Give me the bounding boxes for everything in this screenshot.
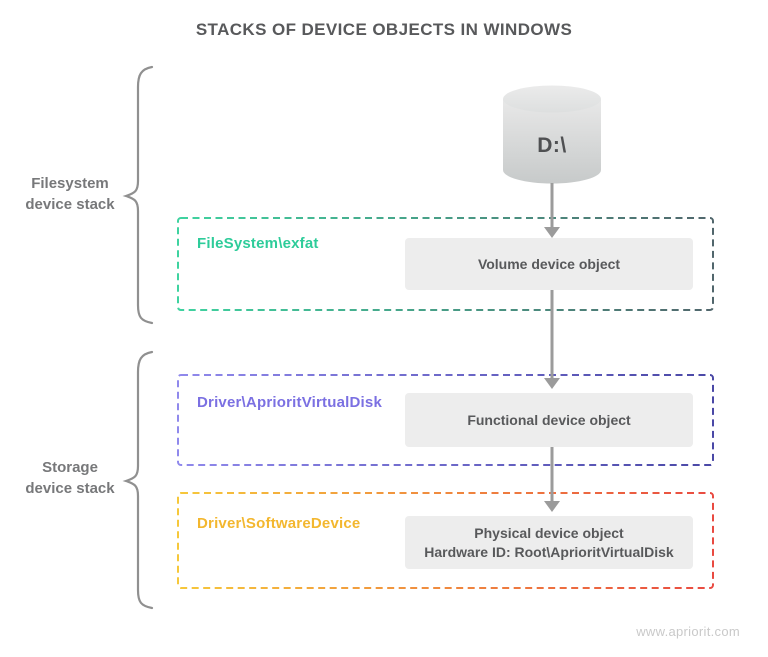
functional-device-object-box: Functional device object [405,393,693,447]
page-title: STACKS OF DEVICE OBJECTS IN WINDOWS [195,20,573,39]
driver-label-virtualdisk: Driver\AprioritVirtualDisk [197,394,382,411]
volume-device-object-box: Volume device object [405,238,693,290]
physical-device-object-text-line2: Hardware ID: Root\AprioritVirtualDisk [424,543,674,560]
disk-cylinder-body [503,99,601,184]
storage-stack-label-line2: device stack [25,480,115,497]
watermark-url: www.apriorit.com [636,624,740,639]
storage-stack-label-line1: Storage [42,459,98,476]
functional-device-object-text: Functional device object [467,411,631,428]
driver-label-softwaredevice: Driver\SoftwareDevice [197,515,361,532]
arrow-disk-to-volume-head [544,227,560,238]
arrow-volume-to-functional-head [544,378,560,389]
disk-cylinder-top [503,85,601,113]
brace-filesystem-stack [122,65,154,325]
fdo-stack-border [177,374,714,466]
disk-drive-label: D:\ [537,134,567,157]
arrow-functional-to-physical-head [544,501,560,512]
storage-stack-label: Storage device stack [0,457,140,499]
driver-label-filesystem: FileSystem\exfat [197,235,319,252]
filesystem-stack-label: Filesystem device stack [0,173,140,215]
filesystem-stack-label-line1: Filesystem [31,175,109,192]
physical-device-object-text-line1: Physical device object [474,524,624,541]
filesystem-stack-border [177,217,714,311]
filesystem-stack-label-line2: device stack [25,196,115,213]
pdo-stack-border [177,492,714,589]
physical-device-object-box: Physical device object Hardware ID: Root… [405,516,693,569]
brace-storage-stack [122,350,154,610]
volume-device-object-text: Volume device object [477,255,621,272]
